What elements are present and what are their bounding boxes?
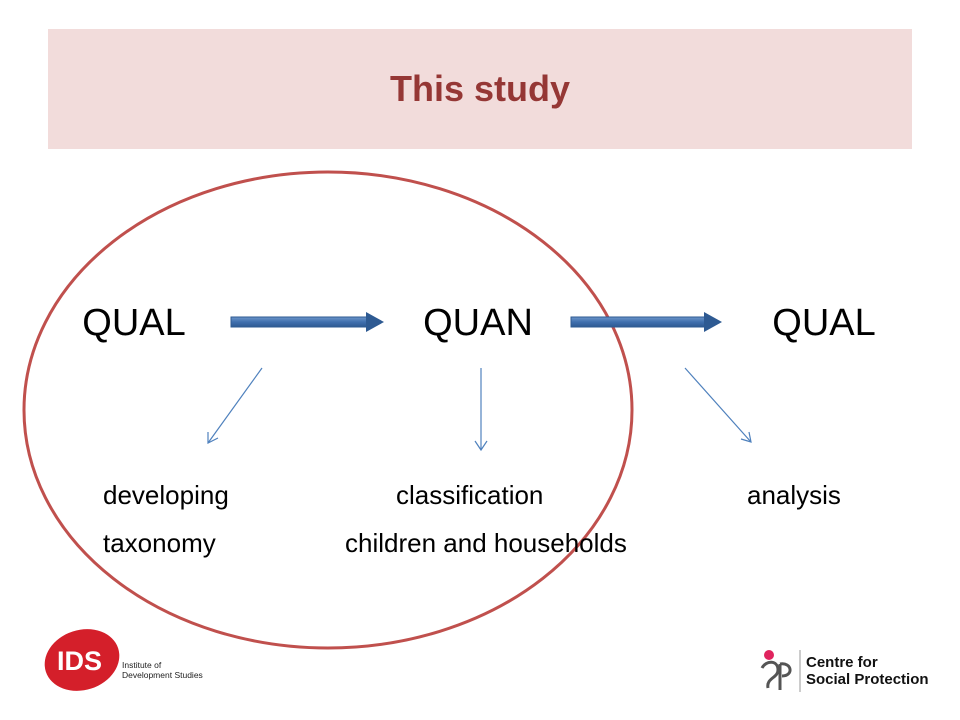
arrow-quan-to-qual (570, 312, 722, 332)
csp-logo-icon (760, 650, 801, 692)
csp-logo-text: Centre for Social Protection (806, 654, 929, 689)
stage-label-quan: QUAN (423, 302, 533, 344)
outcome-1-line-2: taxonomy (103, 528, 216, 558)
outcome-2-line-2: children and households (345, 528, 627, 558)
csp-line-2: Social Protection (806, 671, 929, 689)
pointer-arrow-classification (474, 368, 488, 452)
stage-label-qual-1: QUAL (82, 302, 186, 344)
csp-line-1: Centre for (806, 654, 878, 671)
slide-title: This study (389, 68, 571, 109)
outcome-1-line-1: developing (103, 480, 229, 510)
pointer-arrow-taxonomy (207, 367, 263, 444)
stage-label-qual-2: QUAL (772, 302, 876, 344)
ids-logo-caption: Institute of Development Studies (122, 660, 203, 681)
pointer-arrow-analysis (684, 367, 752, 443)
ids-caption-line-1: Institute of (122, 660, 162, 670)
scope-circle (22, 170, 634, 650)
title-band: This study (48, 29, 912, 149)
ids-caption-line-2: Development Studies (122, 669, 203, 680)
ids-logo-mark: IDS (57, 646, 102, 676)
ids-logo: IDS (44, 629, 120, 691)
outcome-2-line-1: classification (396, 480, 544, 510)
outcome-3-line-1: analysis (747, 480, 841, 510)
arrow-qual-to-quan (230, 312, 384, 332)
